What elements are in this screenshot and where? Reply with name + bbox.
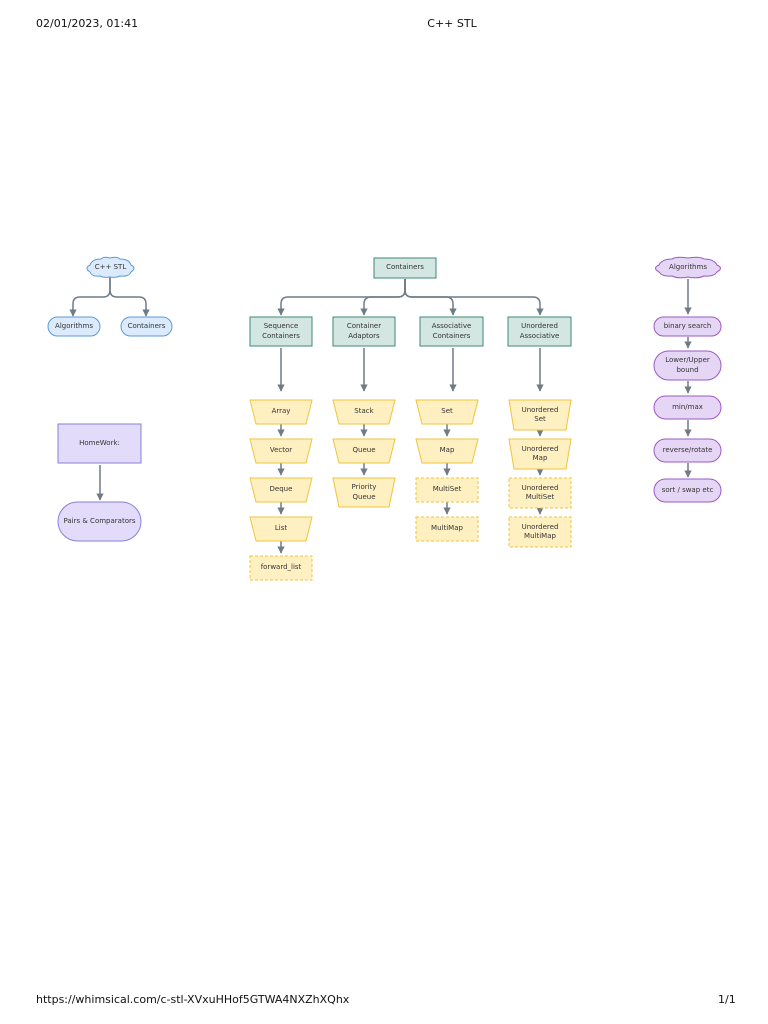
containers-left-shape: [120, 316, 173, 337]
connectors: [69, 277, 692, 554]
containers-node: Containers: [127, 321, 166, 330]
unordered-set-shape: [508, 399, 572, 431]
homework-node: HomeWork:: [79, 438, 120, 447]
algorithms-right-cloud-shape: [655, 256, 721, 279]
sort-swap-node: sort / swap etc: [661, 485, 714, 494]
lower-upper-bound-shape: [653, 350, 722, 381]
deque-node: Deque: [269, 485, 293, 494]
queue-shape: [332, 438, 396, 464]
multiset-shape: [415, 477, 479, 503]
forward-list-node: forward_list: [260, 563, 302, 572]
print-timestamp: 02/01/2023, 01:41: [36, 17, 139, 30]
queue-node: Queue: [352, 446, 376, 455]
homework-shape: [57, 423, 142, 464]
array-shape: [249, 399, 313, 425]
vector-shape: [249, 438, 313, 464]
container-adaptors-node: Container Adaptors: [346, 322, 382, 340]
array-node: Array: [271, 407, 291, 416]
multiset-node: MultiSet: [432, 485, 462, 494]
cpp-stl-cloud-shape: [86, 256, 135, 278]
containers-root-node: Containers: [386, 263, 424, 272]
unordered-multiset-shape: [508, 477, 572, 509]
unordered-map-node: Unordered Map: [521, 444, 559, 462]
containers-root-shape: [373, 257, 437, 279]
reverse-rotate-node: reverse/rotate: [662, 445, 713, 454]
map-shape: [415, 438, 479, 464]
algorithms-right-node: Algorithms: [669, 263, 707, 272]
list-shape: [249, 516, 313, 542]
container-adaptors-shape: [332, 316, 396, 347]
unordered-multiset-node: Unordered MultiSet: [521, 483, 559, 501]
pairs-comparators-node: Pairs & Comparators: [63, 516, 136, 525]
pairs-comparators-shape: [57, 501, 142, 542]
stack-node: Stack: [354, 407, 374, 416]
multimap-node: MultiMap: [431, 524, 463, 533]
forward-list-shape: [249, 555, 313, 581]
set-node: Set: [441, 407, 453, 416]
unordered-associative-node: Unordered Associative: [519, 322, 560, 340]
unordered-associative-shape: [507, 316, 572, 347]
set-shape: [415, 399, 479, 425]
sequence-containers-shape: [249, 316, 313, 347]
list-node: List: [274, 524, 288, 533]
unordered-multimap-shape: [508, 516, 572, 548]
print-page-number: 1/1: [718, 993, 736, 1006]
min-max-node: min/max: [672, 402, 703, 411]
associative-containers-node: Associative Containers: [431, 322, 472, 340]
associative-containers-shape: [419, 316, 484, 347]
unordered-multimap-node: Unordered MultiMap: [521, 522, 559, 540]
multimap-shape: [415, 516, 479, 542]
sequence-containers-node: Sequence Containers: [262, 322, 300, 340]
priority-queue-node: Priority Queue: [351, 483, 377, 501]
map-node: Map: [439, 446, 455, 455]
cpp-stl-node: C++ STL: [94, 263, 127, 272]
binary-search-shape: [653, 316, 722, 337]
algorithms-node: Algorithms: [55, 321, 93, 330]
unordered-map-shape: [508, 438, 572, 470]
sort-swap-shape: [653, 478, 722, 503]
deque-shape: [249, 477, 313, 503]
reverse-rotate-shape: [653, 438, 722, 463]
min-max-shape: [653, 395, 722, 420]
algorithms-left-shape: [47, 316, 101, 337]
print-url: https://whimsical.com/c-stl-XVxuHHof5GTW…: [36, 993, 350, 1006]
unordered-set-node: Unordered Set: [521, 405, 559, 423]
priority-queue-shape: [332, 477, 396, 508]
vector-node: Vector: [269, 446, 293, 455]
lower-upper-bound-node: Lower/Upper bound: [665, 356, 710, 374]
print-title: C++ STL: [427, 17, 477, 30]
binary-search-node: binary search: [663, 321, 712, 330]
stack-shape: [332, 399, 396, 425]
